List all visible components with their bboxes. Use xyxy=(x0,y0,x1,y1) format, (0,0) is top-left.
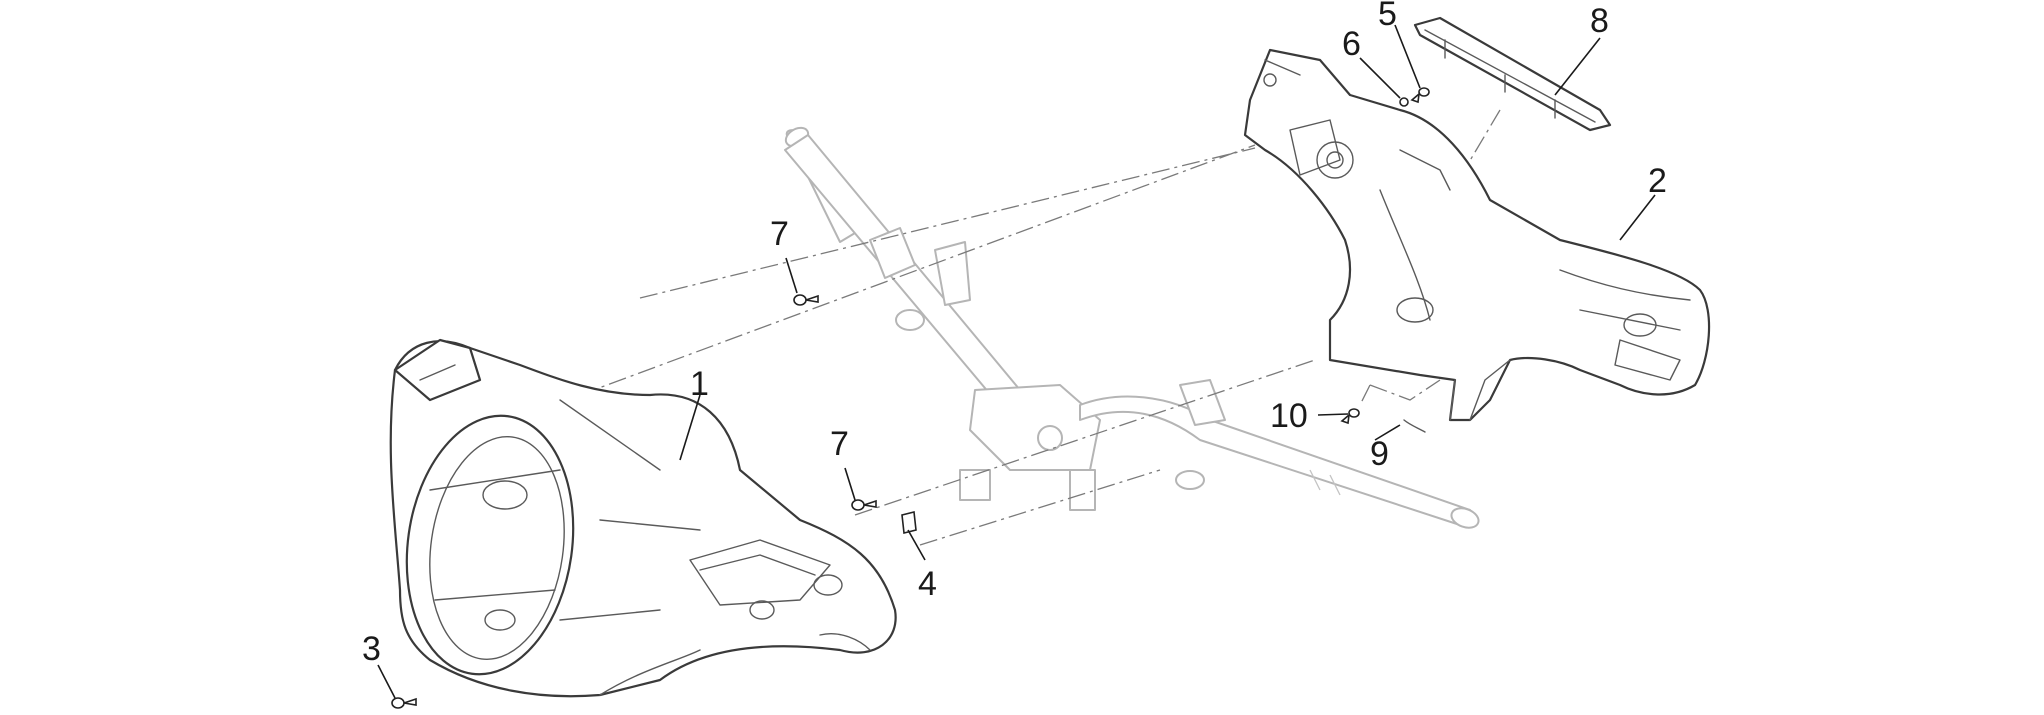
front-handlebar-cover xyxy=(389,338,897,698)
callout-7-upper: 7 xyxy=(770,215,789,253)
callout-labels: 1 2 3 4 5 6 7 7 8 9 10 xyxy=(362,0,1667,668)
callout-7-lower: 7 xyxy=(830,425,849,463)
rear-handlebar-cover xyxy=(1243,48,1711,422)
hardware xyxy=(391,87,1430,709)
clip-9 xyxy=(1403,419,1426,433)
callout-3: 3 xyxy=(362,630,381,668)
callout-10: 10 xyxy=(1270,397,1308,435)
screw-7-lower xyxy=(851,499,877,511)
clip-4 xyxy=(901,511,917,534)
callout-2: 2 xyxy=(1648,162,1667,200)
screw-3 xyxy=(391,697,417,709)
callout-5: 5 xyxy=(1378,0,1397,33)
top-cover-strip xyxy=(1413,16,1612,132)
callout-8: 8 xyxy=(1590,2,1609,40)
screw-5 xyxy=(1410,87,1430,104)
callout-4: 4 xyxy=(918,565,937,603)
handlebar-assembly xyxy=(784,126,1480,529)
callout-9: 9 xyxy=(1370,435,1389,473)
screw-7-upper xyxy=(793,294,819,306)
washer-6 xyxy=(1399,97,1409,107)
callout-1: 1 xyxy=(690,365,709,403)
screw-10 xyxy=(1340,408,1360,425)
leader-lines xyxy=(377,24,1656,699)
callout-6: 6 xyxy=(1342,25,1361,63)
